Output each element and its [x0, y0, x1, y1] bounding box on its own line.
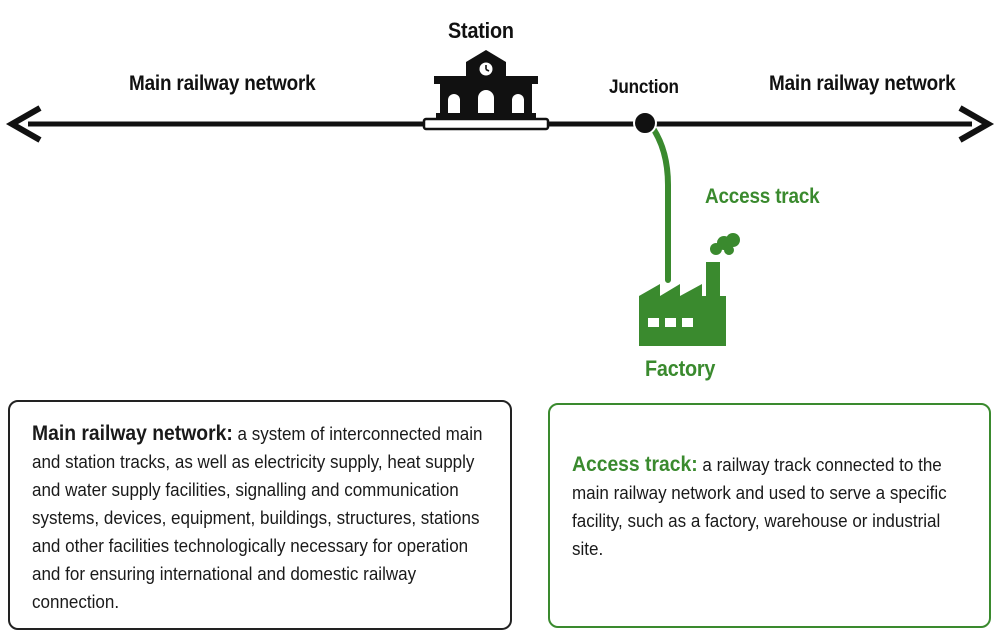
main-network-definition-text: a system of interconnected main and stat…	[32, 423, 483, 612]
access-track-line	[647, 121, 671, 283]
main-network-left-label: Main railway network	[129, 72, 316, 95]
left-arrowhead-icon	[5, 105, 42, 143]
junction-node	[633, 111, 657, 135]
station-icon	[434, 50, 538, 118]
factory-label: Factory	[645, 356, 716, 381]
junction-label: Junction	[609, 77, 679, 98]
access-track-definition-text: a railway track connected to the main ra…	[572, 454, 947, 559]
station-label: Station	[448, 18, 514, 43]
right-arrowhead-icon	[958, 105, 995, 143]
main-network-term: Main railway network:	[32, 422, 233, 445]
station-platform	[422, 117, 550, 131]
railway-diagram	[5, 50, 995, 346]
main-network-definition-box: Main railway network: a system of interc…	[8, 400, 512, 630]
access-track-definition-box: Access track: a railway track connected …	[548, 403, 991, 628]
factory-icon	[639, 233, 740, 346]
access-track-label: Access track	[705, 185, 820, 208]
main-network-right-label: Main railway network	[769, 72, 956, 95]
access-track-term: Access track:	[572, 453, 698, 476]
